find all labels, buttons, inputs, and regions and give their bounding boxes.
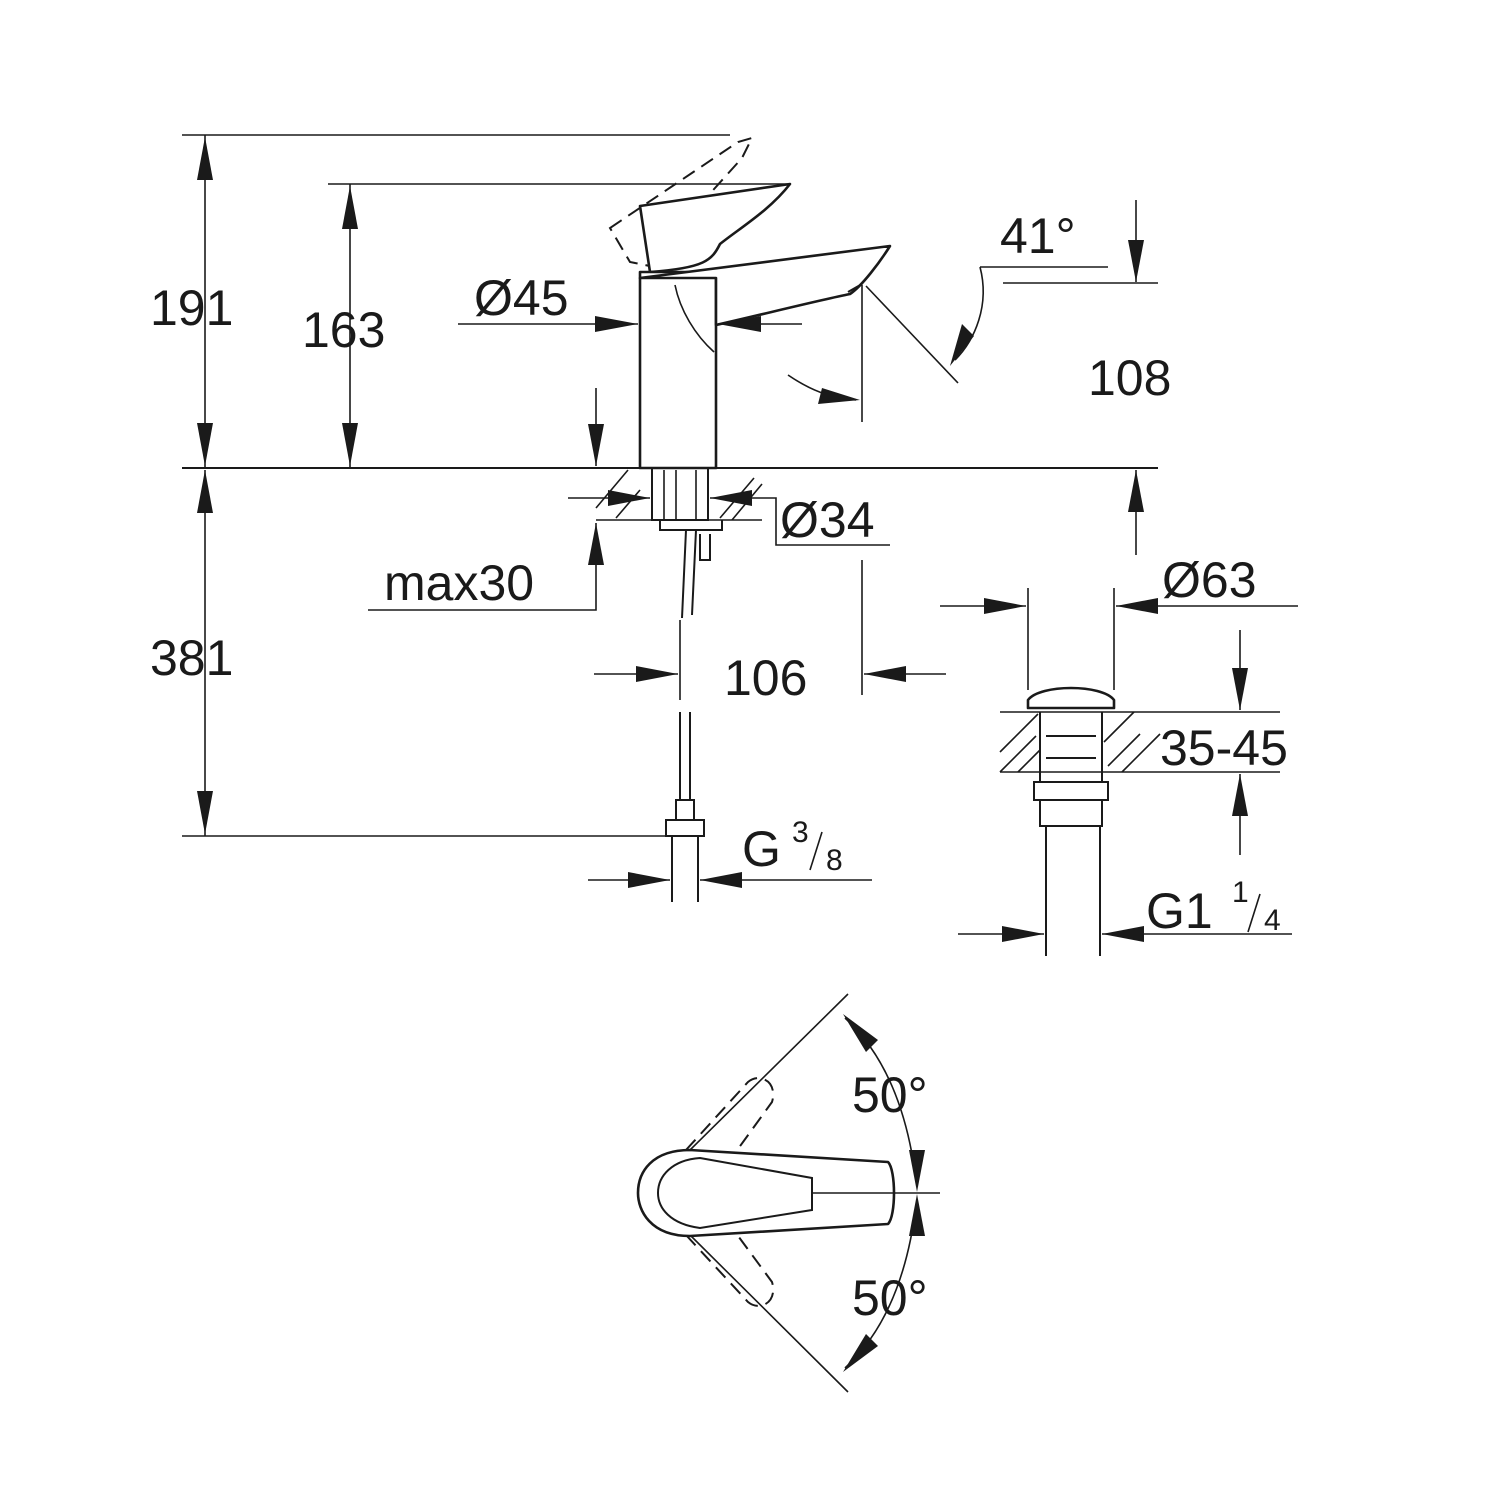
label-rotation-up: 50°	[852, 1067, 928, 1123]
swing-ray-down	[689, 1234, 849, 1393]
supply-fraction-slash	[809, 831, 823, 871]
lever-swing-down	[685, 1224, 775, 1307]
dim-45-arrow-left	[595, 316, 638, 332]
dim-g114-arrow-left	[1002, 926, 1044, 942]
lever-raised-outline	[608, 136, 754, 270]
rot-arrow-up-1	[843, 1014, 878, 1052]
dim-max30-arrow-top	[588, 424, 604, 466]
label-g-thread-waste-den: 4	[1264, 904, 1281, 937]
label-diameter-63: Ø63	[1162, 552, 1257, 608]
dim-41-arrow	[950, 324, 974, 366]
faucet-body	[638, 270, 718, 470]
dim-163-arrow-top	[342, 186, 358, 229]
dim-41-arc	[954, 266, 984, 361]
lever-swing-up	[685, 1077, 775, 1161]
supply-hose-lower	[679, 712, 691, 800]
dim-63-arrow-left	[984, 598, 1026, 614]
dim-45-arrow-right	[718, 316, 761, 332]
dim-3545-arrow-top	[1232, 668, 1248, 710]
dim-3545-arrow-bottom	[1232, 774, 1248, 816]
rot-arrow-up-2	[909, 1150, 925, 1192]
basin-hatch	[999, 711, 1161, 773]
label-381: 381	[150, 630, 233, 686]
swing-ray-up	[689, 993, 849, 1151]
rot-arrow-down-2	[843, 1334, 878, 1372]
label-108: 108	[1088, 350, 1171, 406]
dimension-lines	[182, 134, 1158, 888]
waste-fraction-slash	[1247, 893, 1261, 933]
dim-g114-arrow-right	[1102, 926, 1144, 942]
label-diameter-34: Ø34	[780, 492, 875, 548]
faucet-side-view	[595, 136, 892, 902]
shank-detail	[663, 470, 697, 520]
dim-108-arrow-top	[1128, 240, 1144, 282]
label-rotation-down: 50°	[852, 1270, 928, 1326]
dim-106-arrow-left	[636, 666, 678, 682]
dim-381-arrow-bottom	[197, 791, 213, 834]
supply-hose-upper	[681, 529, 711, 619]
spout-outlet	[847, 283, 863, 293]
supply-connector	[665, 799, 705, 902]
dim-108-arrow-bottom	[1128, 470, 1144, 512]
label-163: 163	[302, 302, 385, 358]
dim-41-ray	[865, 285, 959, 384]
label-g-thread-waste: G1	[1146, 883, 1213, 939]
dim-g38-arrow-left	[628, 872, 670, 888]
label-g-thread-waste-num: 1	[1232, 876, 1249, 909]
dim-34-arrow-left	[608, 490, 650, 506]
dim-63-arrow-right	[1116, 598, 1158, 614]
top-lever-inner	[656, 1156, 813, 1230]
dim-106-arrow-right	[864, 666, 906, 682]
label-max30: max30	[384, 555, 534, 611]
dim-191-arrow-top	[197, 137, 213, 180]
label-191: 191	[150, 280, 233, 336]
waste-body	[1039, 712, 1103, 782]
spout-swing-arrow	[818, 388, 860, 404]
label-g-thread-supply: G	[742, 821, 781, 877]
shank	[651, 468, 709, 521]
label-g-thread-supply-den: 8	[826, 844, 843, 877]
rot-arrow-down-1	[909, 1194, 925, 1236]
waste-pipe	[1045, 826, 1101, 956]
waste-view	[940, 588, 1298, 956]
label-g-thread-supply-num: 3	[792, 816, 809, 849]
lever	[638, 182, 792, 274]
top-lever	[636, 1148, 896, 1238]
dim-163-arrow-bottom	[342, 423, 358, 466]
faucet-top-view	[636, 993, 940, 1393]
label-diameter-45: Ø45	[474, 270, 569, 326]
dim-381-arrow-top	[197, 470, 213, 513]
fixing-nut	[659, 520, 723, 531]
dim-max30-arrow-bottom	[588, 523, 604, 565]
pivot-arc	[674, 284, 715, 353]
label-35-45: 35-45	[1160, 720, 1288, 776]
dim-g38-arrow-right	[700, 872, 742, 888]
waste-cap	[1026, 686, 1116, 710]
dim-34-arrow-right	[710, 490, 752, 506]
counter-hatch	[595, 469, 763, 521]
waste-nut	[1033, 781, 1109, 827]
dim-191-arrow-bottom	[197, 423, 213, 466]
label-41-degrees: 41°	[1000, 208, 1076, 264]
label-106: 106	[724, 650, 807, 706]
spout	[638, 244, 892, 327]
